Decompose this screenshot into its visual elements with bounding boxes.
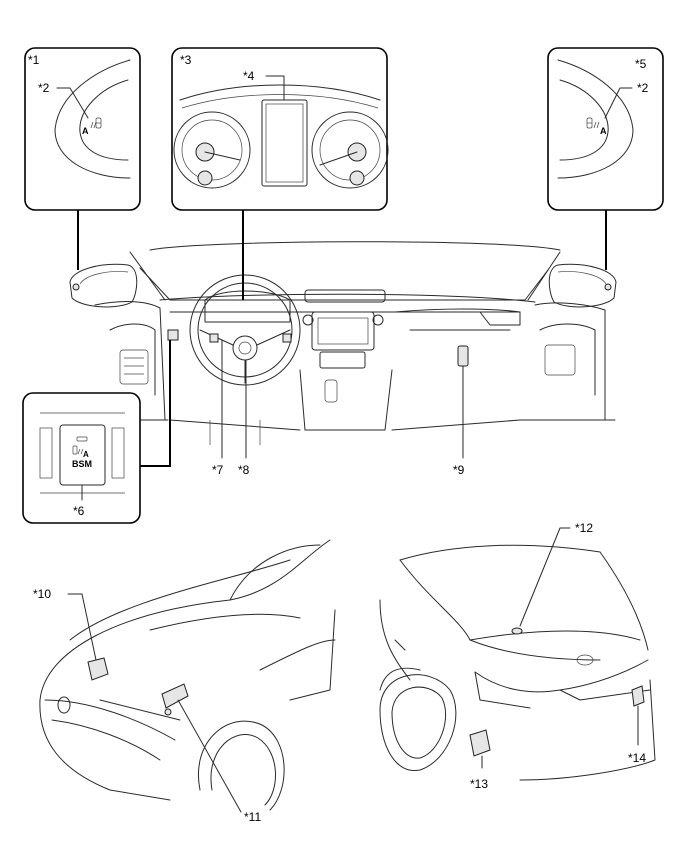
detail-box-combination-meter [171,47,389,211]
callout-2-right: *2 [637,81,649,95]
blind-spot-indicator-icon: A [586,117,607,136]
blind-spot-car-icon: A [72,445,89,459]
front-vehicle-illustration [39,539,336,813]
detail-box-right-mirror: A [547,47,664,211]
dashboard-illustration [89,241,616,445]
callout-11: *11 [244,810,261,824]
callout-13: *13 [470,777,488,791]
callout-8: *8 [238,463,250,477]
svg-text:A: A [82,126,89,136]
callout-2-left: *2 [38,81,50,95]
callout-10: *10 [33,587,51,601]
svg-text:A: A [83,450,89,459]
detail-box-left-mirror: A [24,47,141,211]
leader-bsm-switch [140,340,171,467]
callout-4: *4 [243,69,255,83]
svg-text:A: A [600,126,607,136]
callout-12: *12 [575,521,593,535]
callout-5: *5 [635,57,647,71]
left-outside-mirror [69,263,138,308]
callout-9: *9 [453,463,465,477]
right-outside-mirror [548,263,617,308]
callout-1: *1 [28,53,40,67]
blind-spot-indicator-icon: A [82,117,102,136]
detail-box-bsm-switch: A BSM [22,392,141,524]
callout-7: *7 [212,463,224,477]
callout-3: *3 [180,53,192,67]
callout-6: *6 [73,504,85,518]
callout-14: *14 [628,751,646,765]
bsm-label: BSM [72,459,92,469]
rear-vehicle-illustration [379,527,656,781]
